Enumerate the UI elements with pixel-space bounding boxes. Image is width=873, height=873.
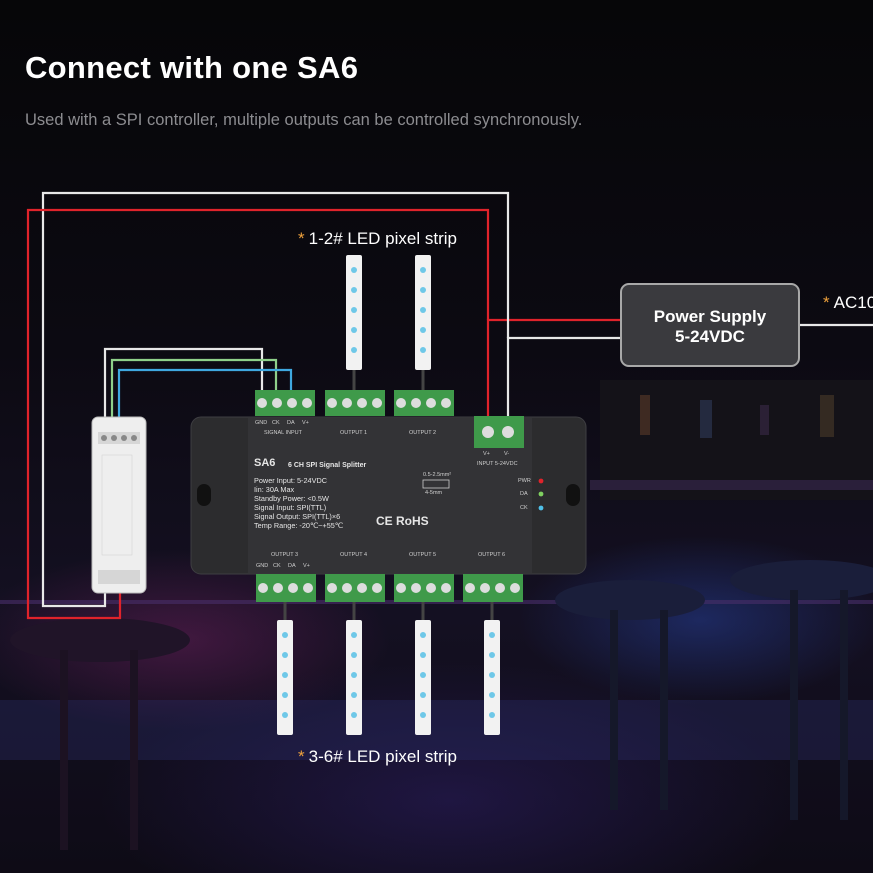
pin-vminus: V- — [504, 451, 510, 457]
sa6-module — [190, 416, 587, 575]
output-6-caption: OUTPUT 6 — [478, 552, 506, 558]
module-spec-5: Signal Output: SPI(TTL)×6 — [254, 512, 341, 521]
star-mark: * — [298, 747, 305, 766]
bottom-strip-label: *3-6# LED pixel strip — [298, 747, 457, 767]
pin-gnd: GND — [256, 563, 269, 569]
page-subtitle: Used with a SPI controller, multiple out… — [25, 111, 583, 129]
led-strip-2 — [415, 255, 431, 370]
led-strip-6 — [484, 620, 500, 735]
output-3-caption: OUTPUT 3 — [271, 552, 299, 558]
output-1-caption: OUTPUT 1 — [340, 430, 368, 436]
blue-signal-wire — [117, 368, 293, 420]
pin-ck: CK — [273, 563, 281, 569]
white-signal-wire — [103, 347, 264, 420]
page-title: Connect with one SA6 — [25, 50, 359, 85]
bottom-strip-text: 3-6# LED pixel strip — [308, 747, 457, 766]
white-power-wire — [506, 336, 620, 430]
pin-da: DA — [287, 420, 295, 426]
terminal-power-input — [474, 416, 524, 448]
spi-controller — [91, 416, 147, 594]
pin-ck: CK — [272, 420, 280, 426]
led-da-label: DA — [520, 491, 528, 497]
cert-marks: CE RoHS — [376, 514, 429, 528]
led-strip-5 — [415, 620, 431, 735]
module-model: SA6 — [254, 457, 276, 469]
power-input-caption: INPUT 5-24VDC — [477, 461, 518, 467]
module-spec-3: Standby Power: <0.5W — [254, 494, 329, 503]
pin-da: DA — [288, 563, 296, 569]
terminal-output-3 — [256, 574, 316, 602]
output-5-caption: OUTPUT 5 — [409, 552, 437, 558]
led-strip-3 — [277, 620, 293, 735]
ac-input-label: *AC10 — [823, 293, 873, 313]
module-name: 6 CH SPI Signal Splitter — [288, 462, 367, 469]
led-strip-1 — [346, 255, 362, 370]
ac-input-text: AC10 — [833, 293, 873, 312]
pin-v: V+ — [303, 563, 310, 569]
terminal-output-2 — [394, 390, 454, 416]
output-2-caption: OUTPUT 2 — [409, 430, 437, 436]
led-strip-4 — [346, 620, 362, 735]
module-spec-6: Temp Range: -20℃~+55℃ — [254, 521, 344, 530]
power-supply-title: Power Supply — [653, 307, 767, 326]
output-4-caption: OUTPUT 4 — [340, 552, 368, 558]
top-strip-text: 1-2# LED pixel strip — [308, 229, 457, 248]
terminal-signal-input — [255, 390, 315, 416]
star-mark: * — [298, 229, 305, 248]
terminal-output-4 — [325, 574, 385, 602]
star-mark: * — [823, 293, 830, 312]
pin-vplus: V+ — [483, 451, 490, 457]
wire-spec-2: 4-5mm — [425, 490, 443, 496]
terminal-output-1 — [325, 390, 385, 416]
led-pwr-label: PWR — [518, 478, 531, 484]
led-ck-label: CK — [520, 505, 528, 511]
green-signal-wire — [110, 358, 278, 420]
module-spec-1: Power Input: 5-24VDC — [254, 476, 328, 485]
wire-spec-1: 0.5-2.5mm² — [423, 472, 452, 478]
module-spec-2: Iin: 30A Max — [254, 485, 295, 494]
terminal-output-6 — [463, 574, 523, 602]
power-supply-voltage: 5-24VDC — [675, 327, 745, 346]
white-loop-wire — [41, 191, 510, 608]
signal-input-caption: SIGNAL INPUT — [264, 430, 302, 436]
module-spec-4: Signal Input: SPI(TTL) — [254, 503, 327, 512]
pin-gnd: GND — [255, 420, 268, 426]
top-strip-label: *1-2# LED pixel strip — [298, 229, 457, 249]
red-loop-wire — [26, 208, 490, 620]
power-supply-box: Power Supply 5-24VDC — [620, 283, 800, 367]
terminal-output-5 — [394, 574, 454, 602]
pin-v: V+ — [302, 420, 309, 426]
